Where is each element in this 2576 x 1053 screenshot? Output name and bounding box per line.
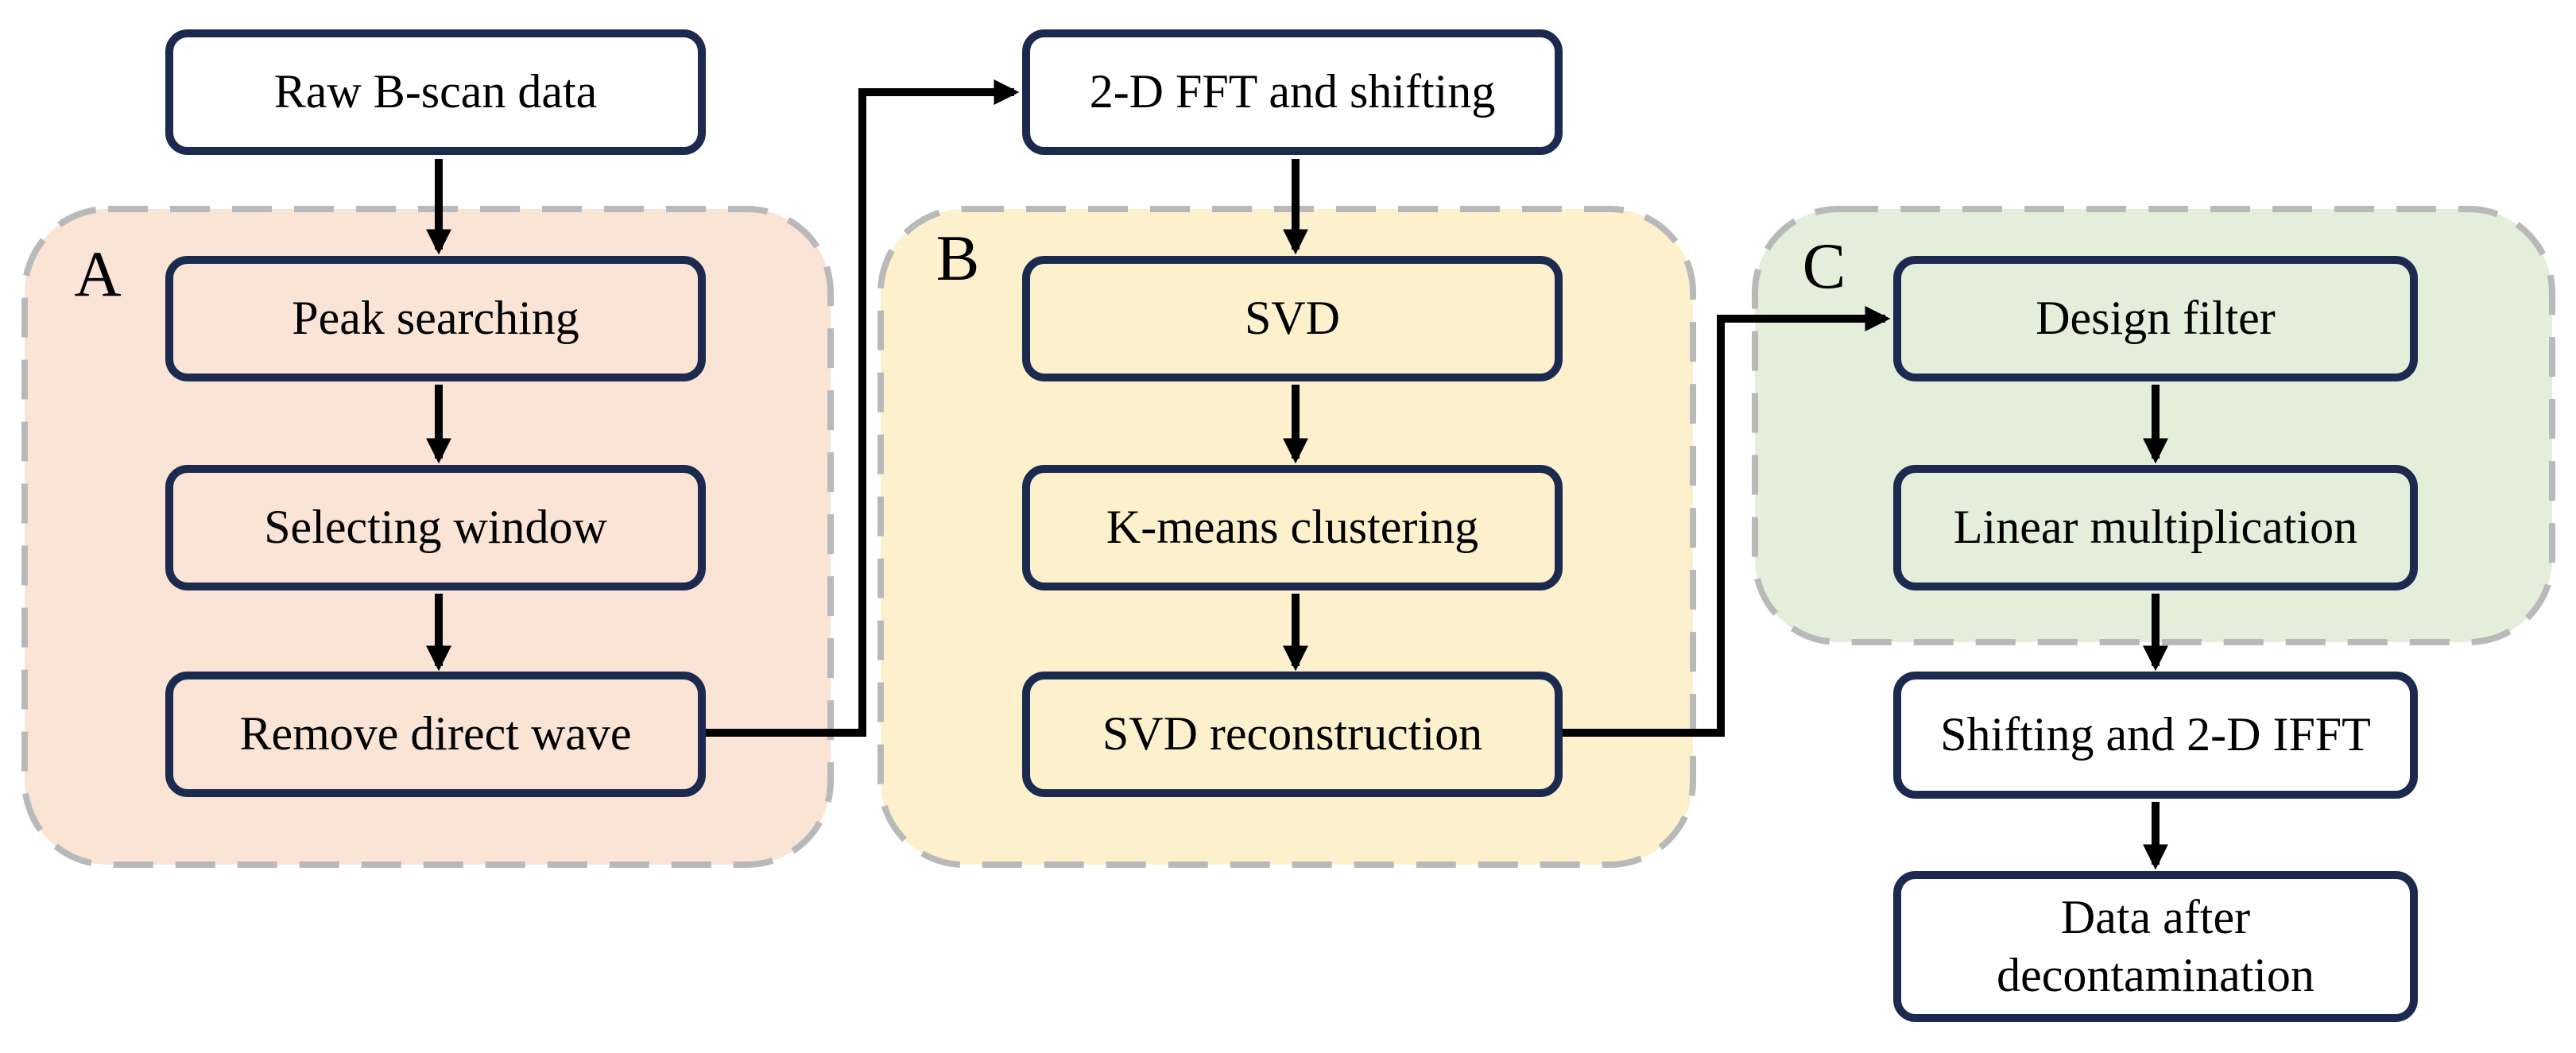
node-raw-b-scan-data: Raw B-scan data	[165, 29, 706, 155]
group-a-label: A	[74, 238, 122, 310]
node-k-means-clustering: K-means clustering	[1022, 465, 1563, 590]
edge-remove-to-fft	[706, 79, 1020, 737]
group-b-region	[877, 206, 1696, 868]
group-b-label: B	[935, 222, 980, 294]
edge-svdrec-to-design	[1563, 305, 1891, 737]
node-shifting-and-2d-ifft: Shifting and 2-D IFFT	[1893, 672, 2418, 799]
node-svd: SVD	[1022, 256, 1563, 381]
group-a-region	[21, 206, 834, 868]
node-remove-direct-wave: Remove direct wave	[165, 672, 706, 797]
node-selecting-window: Selecting window	[165, 465, 706, 590]
node-linear-multiplication: Linear multiplication	[1893, 465, 2418, 590]
node-svd-reconstruction: SVD reconstruction	[1022, 672, 1563, 797]
group-c-label: C	[1802, 230, 1846, 302]
node-2d-fft-and-shifting: 2-D FFT and shifting	[1022, 29, 1563, 155]
node-peak-searching: Peak searching	[165, 256, 706, 381]
node-data-after-decontamination: Data after decontamination	[1893, 871, 2418, 1022]
node-design-filter: Design filter	[1893, 256, 2418, 381]
